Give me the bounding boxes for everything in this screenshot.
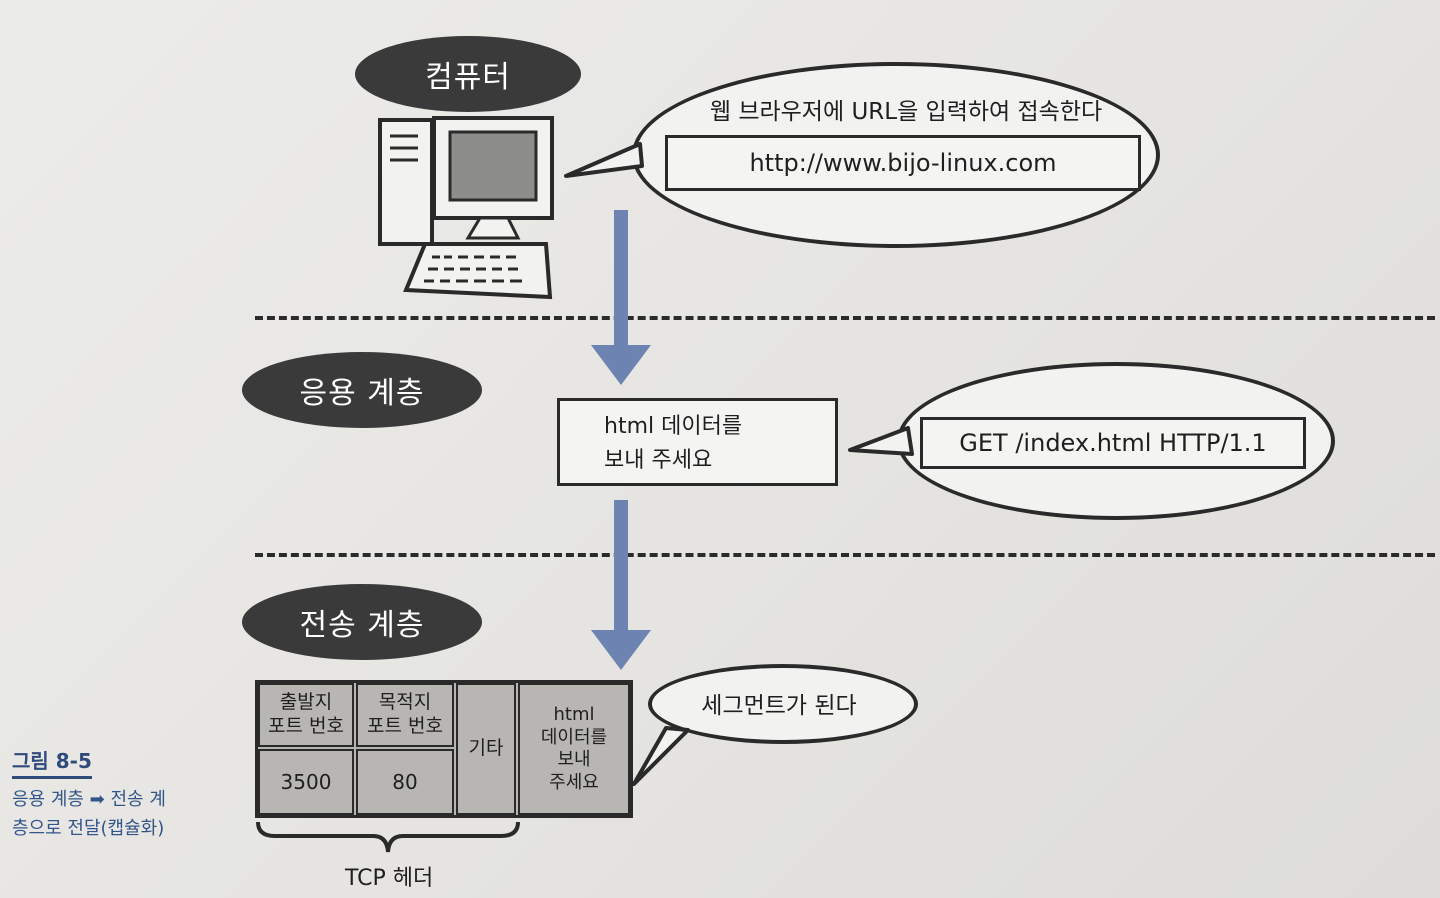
arrow-down-1 xyxy=(614,210,628,350)
bubble2-tail xyxy=(848,426,914,456)
bubble3-tail xyxy=(632,726,690,786)
bubble1-text: 웹 브라우저에 URL을 입력하여 접속한다 xyxy=(709,99,1103,125)
tcp-header-brace xyxy=(256,821,520,853)
layer-separator-top xyxy=(255,316,1435,320)
segment-bubble xyxy=(648,664,918,744)
figure-caption-line1: 응용 계층 ➡ 전송 계 xyxy=(12,789,166,810)
url-field: http://www.bijo-linux.com xyxy=(665,135,1141,191)
http-request-text: GET /index.html HTTP/1.1 xyxy=(959,429,1267,457)
figure-title: 그림 8-5 xyxy=(12,745,92,779)
app-layer-label: 응용 계층 xyxy=(242,352,482,428)
figure-caption-line2: 층으로 전달(캡슐화) xyxy=(12,818,165,839)
tcp-header-label: TCP 헤더 xyxy=(345,866,434,891)
arrow-head-1 xyxy=(591,345,651,385)
src-port-label: 출발지 포트 번호 xyxy=(258,683,354,747)
app-data-line1: html 데이터를 xyxy=(604,414,743,439)
http-request-field: GET /index.html HTTP/1.1 xyxy=(920,417,1306,469)
app-data-box xyxy=(557,398,838,486)
layer-separator-bottom xyxy=(255,553,1435,557)
transport-layer-label: 전송 계층 xyxy=(242,584,482,660)
src-port-value: 3500 xyxy=(258,749,354,815)
dst-port-value: 80 xyxy=(356,749,454,815)
arrow-head-2 xyxy=(591,630,651,670)
computer-label: 컴퓨터 xyxy=(355,36,581,112)
url-text: http://www.bijo-linux.com xyxy=(749,149,1057,177)
dst-port-label: 목적지 포트 번호 xyxy=(356,683,454,747)
segment-bubble-text: 세그먼트가 된다 xyxy=(701,693,857,719)
computer-icon xyxy=(378,116,554,300)
other-field: 기타 xyxy=(456,683,516,815)
segment-data: html 데이터를 보내 주세요 xyxy=(518,683,630,815)
arrow-down-2 xyxy=(614,500,628,632)
bubble-tail xyxy=(564,142,644,178)
app-data-line2: 보내 주세요 xyxy=(604,448,713,473)
